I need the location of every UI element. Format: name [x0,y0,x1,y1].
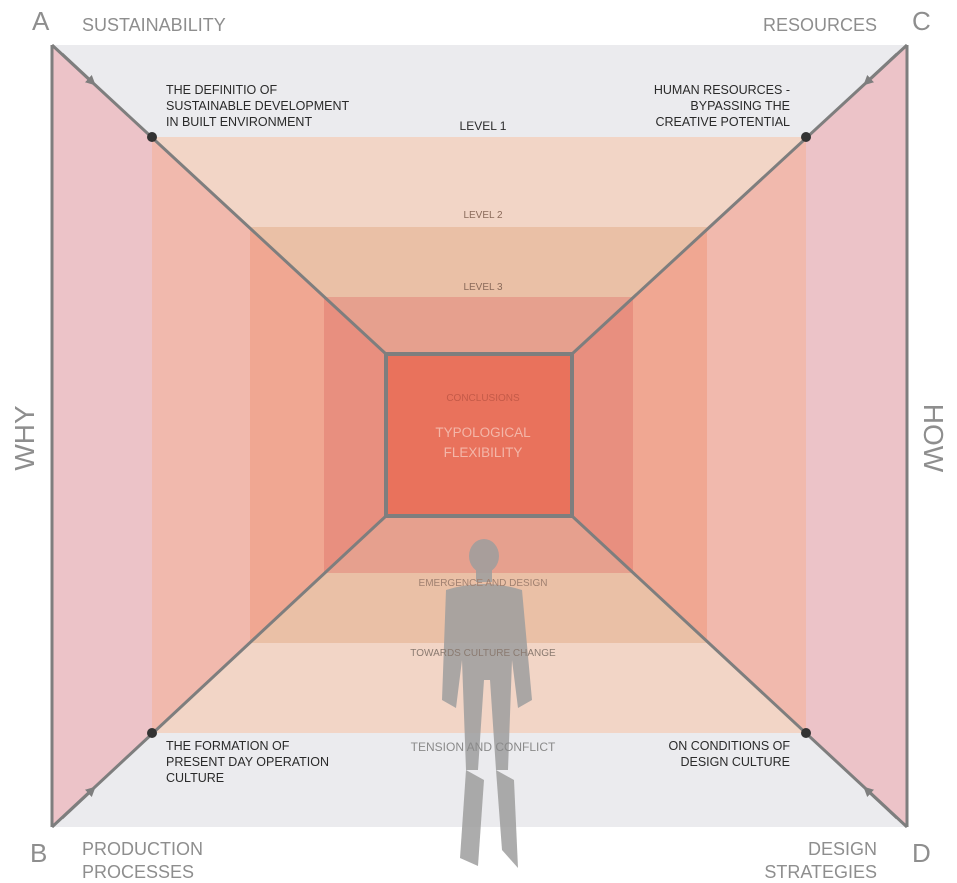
label-sustainability: SUSTAINABILITY [82,15,226,35]
note-top-left-line-2: SUSTAINABLE DEVELOPMENT [166,99,350,113]
arrow-a [60,52,96,86]
corner-letter-a: A [32,6,50,36]
band-right-level-3 [572,297,633,573]
label-production-line-2: PROCESSES [82,862,194,882]
note-top-right-line-2: BYPASSING THE [690,99,790,113]
right-triangle [806,45,907,827]
arrow-b [60,786,96,820]
note-top-right-line-3: CREATIVE POTENTIAL [655,115,790,129]
label-resources: RESOURCES [763,15,877,35]
arrow-d [863,786,899,820]
level-label-2: LEVEL 2 [463,210,503,221]
band-left-level-1 [152,137,250,733]
note-top-left-line-1: THE DEFINITIO OF [166,83,277,97]
band-left-level-2 [250,227,324,643]
corner-letter-b: B [30,838,47,868]
note-top-right-line-1: HUMAN RESOURCES - [654,83,790,97]
band-top-level-3 [324,297,633,354]
level-label-emergence: EMERGENCE AND DESIGN [419,578,548,589]
node-dot-bottom-right [801,728,811,738]
note-bottom-left-line-1: THE FORMATION OF [166,739,290,753]
left-triangle [52,45,152,827]
node-dot-bottom-left [147,728,157,738]
label-design-line-2: STRATEGIES [764,862,877,882]
side-label-why: WHY [9,405,40,471]
core-square [384,352,574,518]
band-left-level-3 [324,297,386,573]
center-title-line-2: FLEXIBILITY [444,445,523,460]
band-top-level-2 [250,227,707,297]
diagonal-d [570,514,909,829]
node-dot-top-right [801,132,811,142]
diagonal-c [570,43,909,356]
band-right-level-1 [707,137,806,733]
center-title-line-1: TYPOLOGICAL [435,425,531,440]
note-bottom-right-line-1: ON CONDITIONS OF [668,739,790,753]
corner-letter-d: D [912,838,931,868]
note-bottom-right-line-2: DESIGN CULTURE [680,755,790,769]
arrow-c [863,52,899,86]
band-top-level-1 [152,137,806,227]
node-dot-top-left [147,132,157,142]
note-bottom-left-line-3: CULTURE [166,771,224,785]
level-label-culture-change: TOWARDS CULTURE CHANGE [410,648,556,659]
label-design-line-1: DESIGN [808,839,877,859]
diagonal-a [50,43,388,356]
note-top-left-line-3: IN BUILT ENVIRONMENT [166,115,312,129]
level-label-tension: TENSION AND CONFLICT [411,740,556,754]
level-label-3: LEVEL 3 [463,282,503,293]
corner-letter-c: C [912,6,931,36]
side-label-how: HOW [918,404,949,473]
band-right-level-2 [633,227,707,643]
person-figure [442,539,532,868]
note-bottom-left-line-2: PRESENT DAY OPERATION [166,755,329,769]
diagonal-b [50,514,388,829]
center-heading: CONCLUSIONS [446,393,520,404]
level-label-1: LEVEL 1 [460,119,507,133]
label-production-line-1: PRODUCTION [82,839,203,859]
